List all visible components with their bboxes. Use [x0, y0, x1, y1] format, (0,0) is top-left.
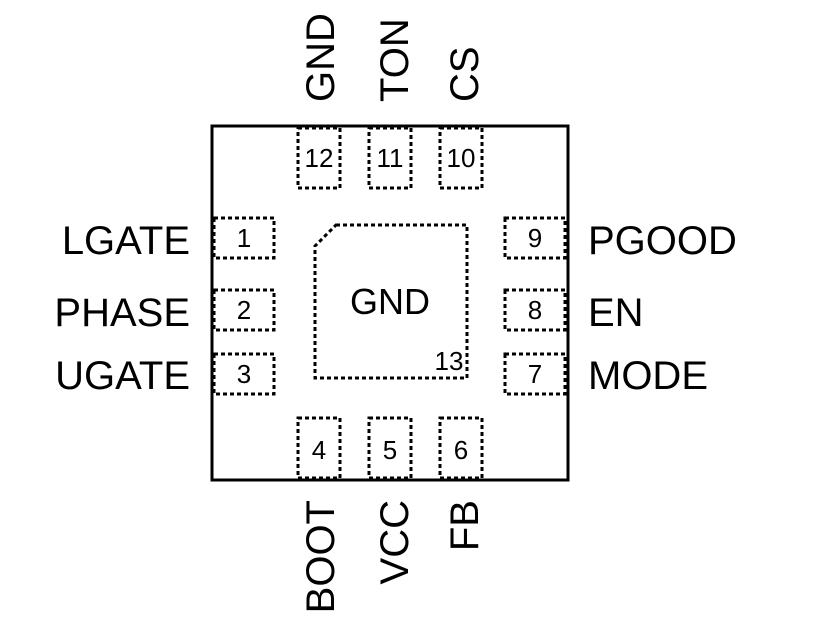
pin-8-pad: [503, 288, 567, 332]
pin-12-number: 12: [305, 143, 334, 173]
pin-5-pad: [367, 416, 413, 480]
pin-6-number: 6: [454, 435, 468, 465]
package-body: [210, 124, 570, 482]
pin-2-pad: [212, 288, 276, 332]
pin-5-label: VCC: [373, 500, 417, 584]
pin-7-number: 7: [528, 359, 542, 389]
pin-11-pad: [367, 126, 413, 190]
pin-3-pad: [212, 352, 276, 396]
pin-3-number: 3: [237, 359, 251, 389]
pin-10-number: 10: [447, 143, 476, 173]
exposed-pad: [313, 223, 469, 380]
pin-10-label: CS: [443, 46, 487, 102]
pin-8-number: 8: [528, 295, 542, 325]
pin-2-number: 2: [237, 295, 251, 325]
pin-9-pad: [503, 216, 567, 260]
exposed-pad-number: 13: [435, 346, 464, 376]
exposed-pad-label: GND: [350, 281, 430, 322]
pin-1-label: LGATE: [62, 219, 190, 263]
pin-8-label: EN: [588, 291, 644, 335]
pin-4-number: 4: [312, 435, 326, 465]
pin-11-label: TON: [373, 18, 417, 102]
pin-10-pad: [438, 126, 484, 190]
pin-7-pad: [503, 352, 567, 396]
pin-1-number: 1: [237, 223, 251, 253]
pin-12-label: GND: [299, 13, 343, 102]
pin-6-pad: [438, 416, 484, 480]
pin-3-label: UGATE: [55, 354, 190, 398]
pin-6-label: FB: [443, 500, 487, 551]
pin-2-label: PHASE: [54, 291, 190, 335]
pin-1-pad: [212, 216, 276, 260]
pin-4-label: BOOT: [299, 500, 343, 613]
pin-9-label: PGOOD: [588, 219, 737, 263]
pin-4-pad: [296, 416, 342, 480]
pin-12-pad: [296, 126, 342, 190]
pin-5-number: 5: [383, 435, 397, 465]
pin-11-number: 11: [377, 143, 404, 173]
pin-7-label: MODE: [588, 354, 708, 398]
pin-9-number: 9: [528, 223, 542, 253]
